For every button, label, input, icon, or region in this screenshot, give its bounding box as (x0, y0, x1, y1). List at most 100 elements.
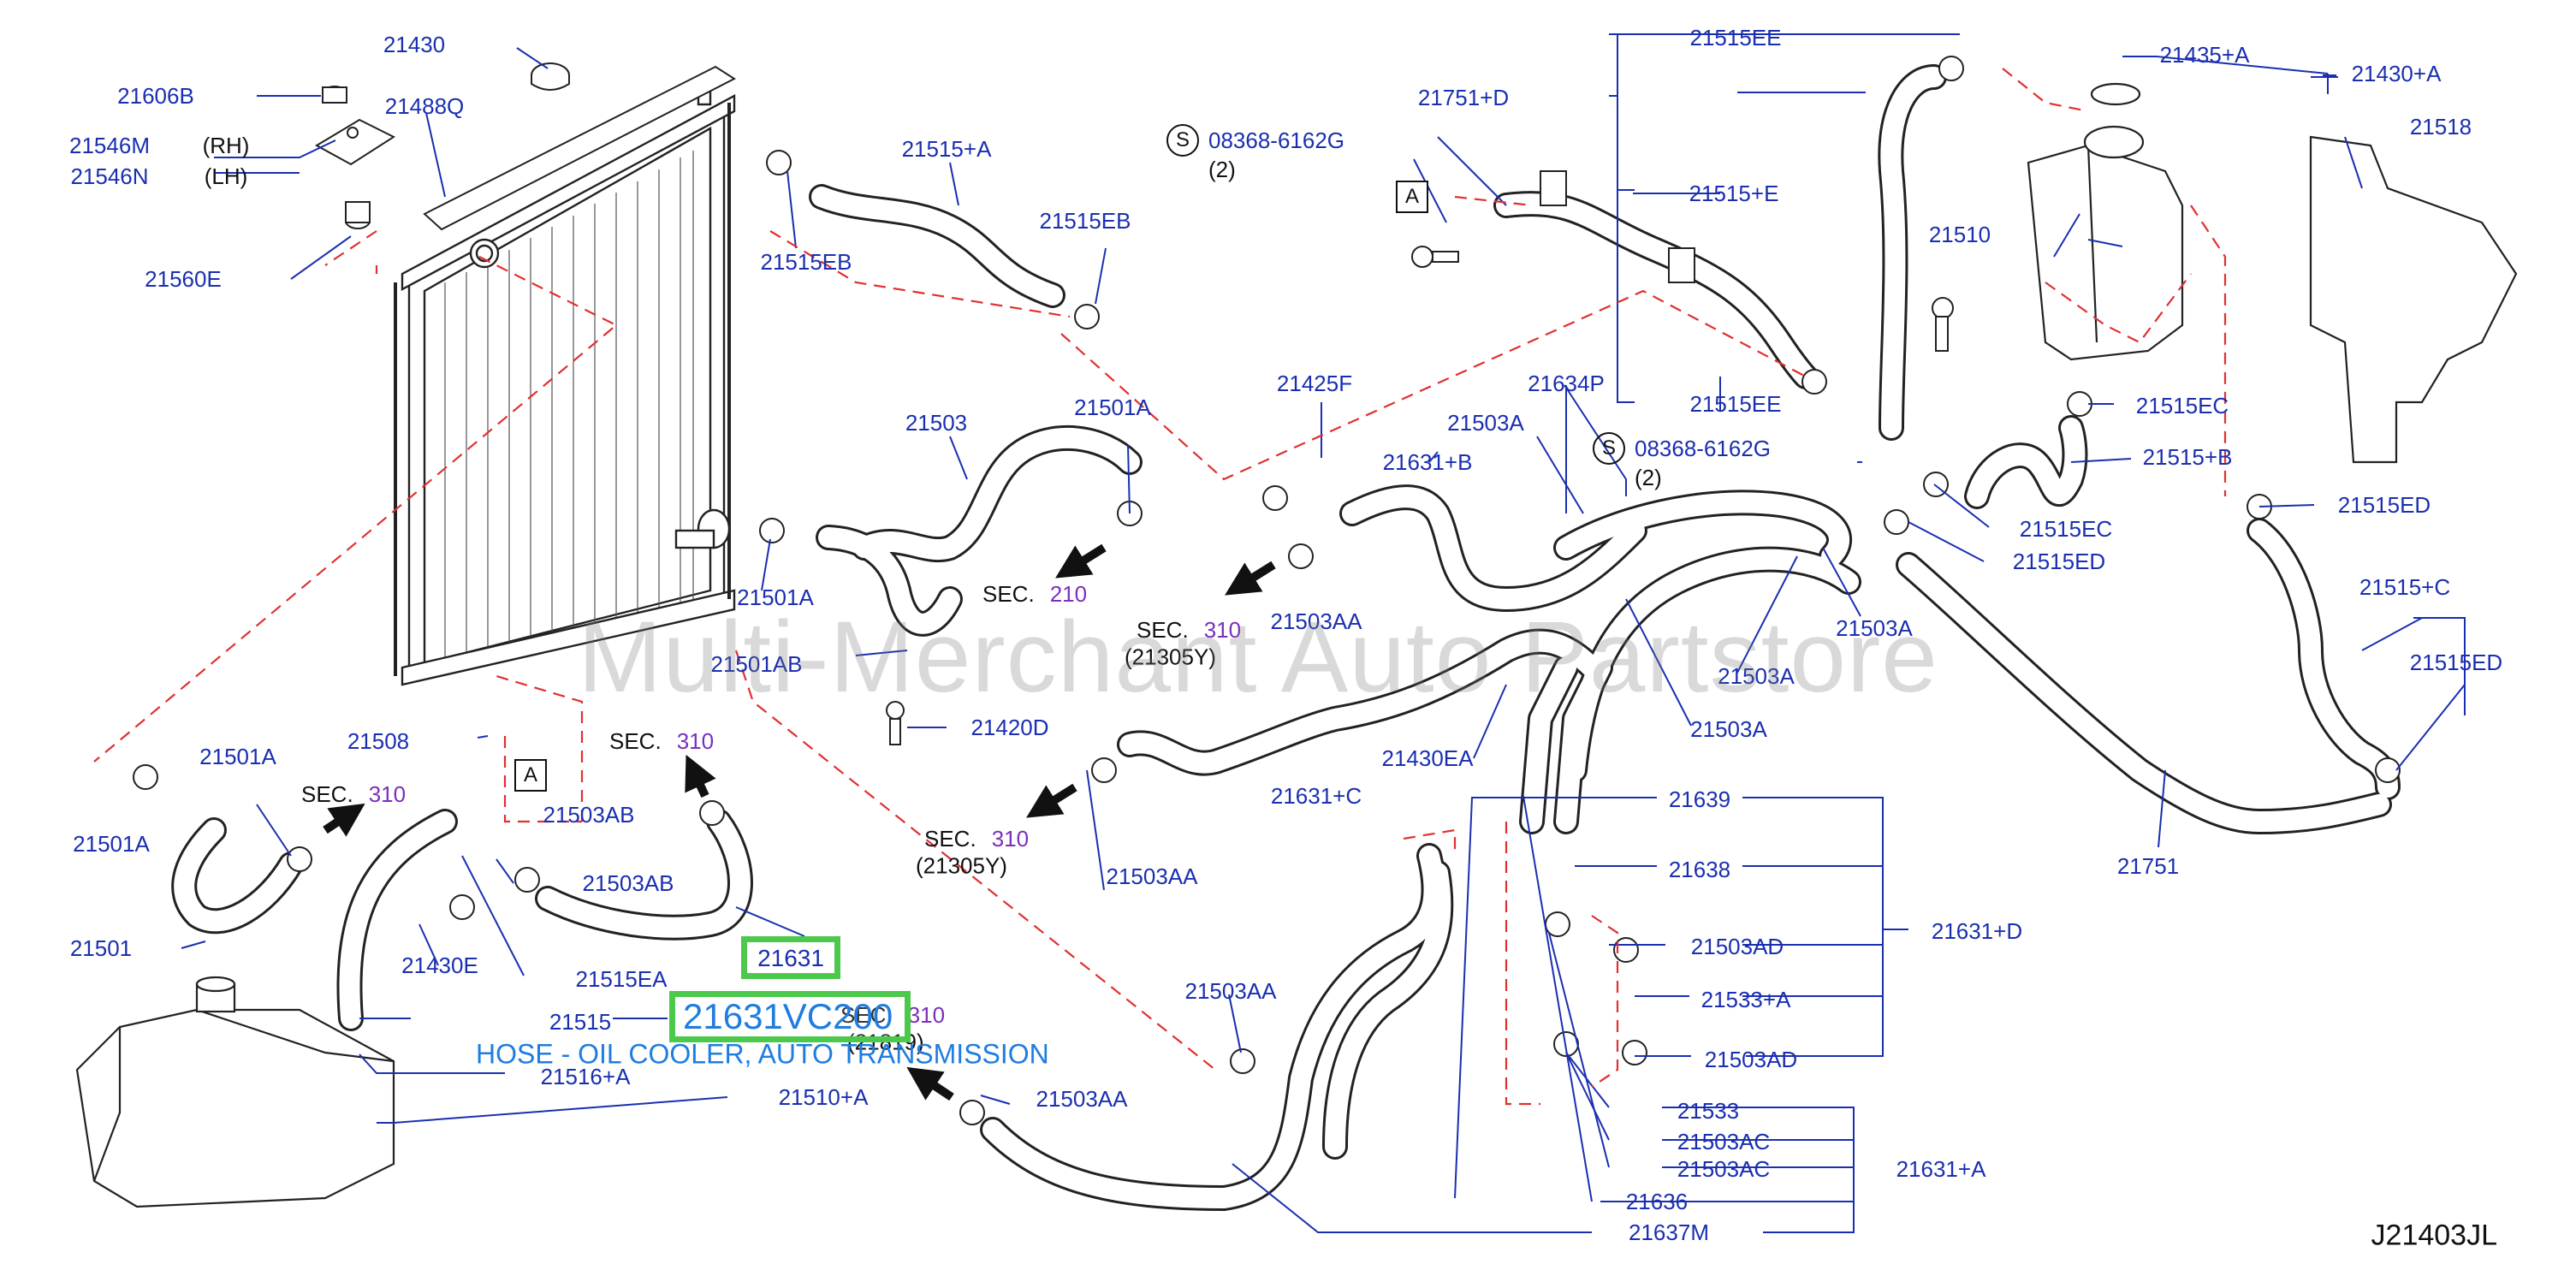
sec-ref-310-d[interactable]: SEC.310 (924, 826, 1029, 852)
sec-ref-210[interactable]: SEC. 210 (982, 581, 1087, 607)
label-rh: (RH) (202, 133, 250, 158)
label-21420D: 21420D (970, 715, 1049, 740)
label-21637M: 21637M (1629, 1220, 1709, 1245)
label-21430E: 21430E (401, 952, 478, 978)
label-21560E: 21560E (145, 266, 222, 292)
label-21435A: 21435+A (2159, 42, 2250, 68)
sec-word: SEC. (1137, 617, 1189, 643)
label-21533: 21533 (1677, 1098, 1740, 1124)
part-number-overlay[interactable]: 21631VC200 (683, 996, 893, 1036)
label-21503A-d: 21503A (1690, 716, 1767, 742)
label-21430A: 21430+A (2351, 61, 2442, 86)
label-21501AB: 21501AB (710, 651, 803, 677)
sec-ref-310-c[interactable]: SEC. 310 (301, 781, 406, 807)
part-description-overlay: HOSE - OIL COOLER, AUTO TRANSMISSION (476, 1038, 1049, 1070)
hose-clamps (133, 56, 2401, 1125)
label-21546N: 21546N (70, 163, 149, 189)
label-21516A: 21516+A (540, 1064, 631, 1089)
label-21515ED-a: 21515ED (2012, 549, 2106, 574)
label-21631D: 21631+D (1931, 918, 2023, 944)
label-21501A-d: 21501A (73, 831, 150, 857)
callout-s-b: S (1593, 432, 1625, 465)
sec-ref-310-b[interactable]: SEC. 310 (609, 728, 714, 754)
sec-number: 210 (1049, 581, 1088, 607)
label-21515E: 21515+E (1689, 181, 1779, 206)
label-21488Q: 21488Q (384, 93, 465, 119)
callout-a-1: A (1396, 181, 1428, 213)
label-21515ED-b: 21515ED (2337, 492, 2431, 518)
label-21518: 21518 (2409, 114, 2472, 139)
sec-number: 310 (676, 728, 715, 754)
label-21503A-c: 21503A (1718, 663, 1795, 689)
bolt-code-b: 08368-6162G (1635, 436, 1772, 461)
air-baffle (423, 65, 737, 231)
label-21510: 21510 (1928, 222, 1991, 247)
label-21515EC-a: 21515EC (2135, 393, 2229, 418)
sec-sub-21305Y-a: (21305Y) (1125, 644, 1216, 670)
label-21510A: 21510+A (778, 1084, 869, 1110)
sec-word: SEC. (301, 781, 353, 807)
label-21501: 21501 (69, 935, 133, 961)
label-21533A: 21533+A (1701, 987, 1791, 1012)
label-21515EA: 21515EA (575, 966, 668, 992)
sec-number: 310 (368, 781, 407, 807)
label-21503AD-b: 21503AD (1704, 1047, 1798, 1072)
sec-word: SEC. (609, 728, 662, 754)
label-21631B: 21631+B (1382, 449, 1473, 475)
bolts (886, 246, 1954, 745)
leader-lines (181, 33, 2466, 1233)
radiator (394, 77, 736, 686)
label-21639: 21639 (1668, 786, 1731, 812)
label-21751: 21751 (2116, 853, 2180, 879)
sec-ref-310-e[interactable]: SEC.310 (840, 1002, 945, 1028)
label-21515C: 21515+C (2359, 574, 2451, 600)
label-21631-highlighted[interactable]: 21631 (757, 945, 824, 971)
diagram-code: J21403JL (2371, 1219, 2497, 1252)
label-21503AA-d: 21503AA (1036, 1086, 1128, 1112)
label-21425F: 21425F (1276, 371, 1353, 396)
sec-word: SEC. (982, 581, 1035, 607)
reservoir-tank-upper (2027, 82, 2184, 361)
label-21546M: 21546M (69, 133, 150, 158)
highlight-box-ref[interactable] (741, 936, 840, 979)
bolt-qty-b: (2) (1635, 465, 1662, 490)
label-21515EE-b: 21515EE (1689, 391, 1782, 417)
label-21638: 21638 (1668, 857, 1731, 882)
callout-s-a: S (1166, 124, 1199, 157)
highlight-box-part-number[interactable] (669, 991, 911, 1042)
sec-number: 310 (907, 1002, 946, 1028)
label-21515B: 21515+B (2142, 444, 2233, 470)
label-21430: 21430 (383, 32, 446, 57)
label-21501A-a: 21501A (1074, 395, 1151, 420)
label-21634P: 21634P (1528, 371, 1605, 396)
label-21503AB-b: 21503AB (582, 870, 674, 896)
reservoir-tank-lower (75, 976, 395, 1208)
label-21503AD-a: 21503AD (1690, 934, 1784, 959)
label-21501A-c: 21501A (199, 744, 276, 769)
section-arrows (323, 543, 1276, 1101)
label-21430EA: 21430EA (1381, 745, 1474, 771)
label-21636: 21636 (1625, 1189, 1689, 1214)
callout-a-2: A (514, 759, 547, 792)
label-21508: 21508 (347, 728, 410, 754)
label-21503: 21503 (905, 410, 968, 436)
label-21503A-a: 21503A (1447, 410, 1524, 436)
sec-ref-310-a[interactable]: SEC. 310 (1137, 617, 1241, 643)
bolt-code-a: 08368-6162G (1208, 128, 1345, 153)
mount-bracket (314, 86, 396, 229)
reservoir-bracket (2309, 135, 2518, 464)
label-21503AC-a: 21503AC (1677, 1129, 1771, 1154)
label-21606B: 21606B (117, 83, 194, 109)
label-21515: 21515 (549, 1009, 612, 1035)
label-21503AC-b: 21503AC (1677, 1156, 1771, 1182)
label-21515A-top: 21515+A (901, 136, 992, 162)
label-21503AA-c: 21503AA (1184, 978, 1277, 1004)
label-21503A-b: 21503A (1836, 615, 1913, 641)
bolt-qty-a: (2) (1208, 157, 1236, 182)
label-21515EC-b: 21515EC (2019, 516, 2113, 542)
label-lh: (LH) (204, 163, 248, 189)
sec-number: 310 (991, 826, 1030, 852)
label-21515EB-b: 21515EB (1039, 208, 1131, 234)
sec-number: 310 (1203, 617, 1242, 643)
